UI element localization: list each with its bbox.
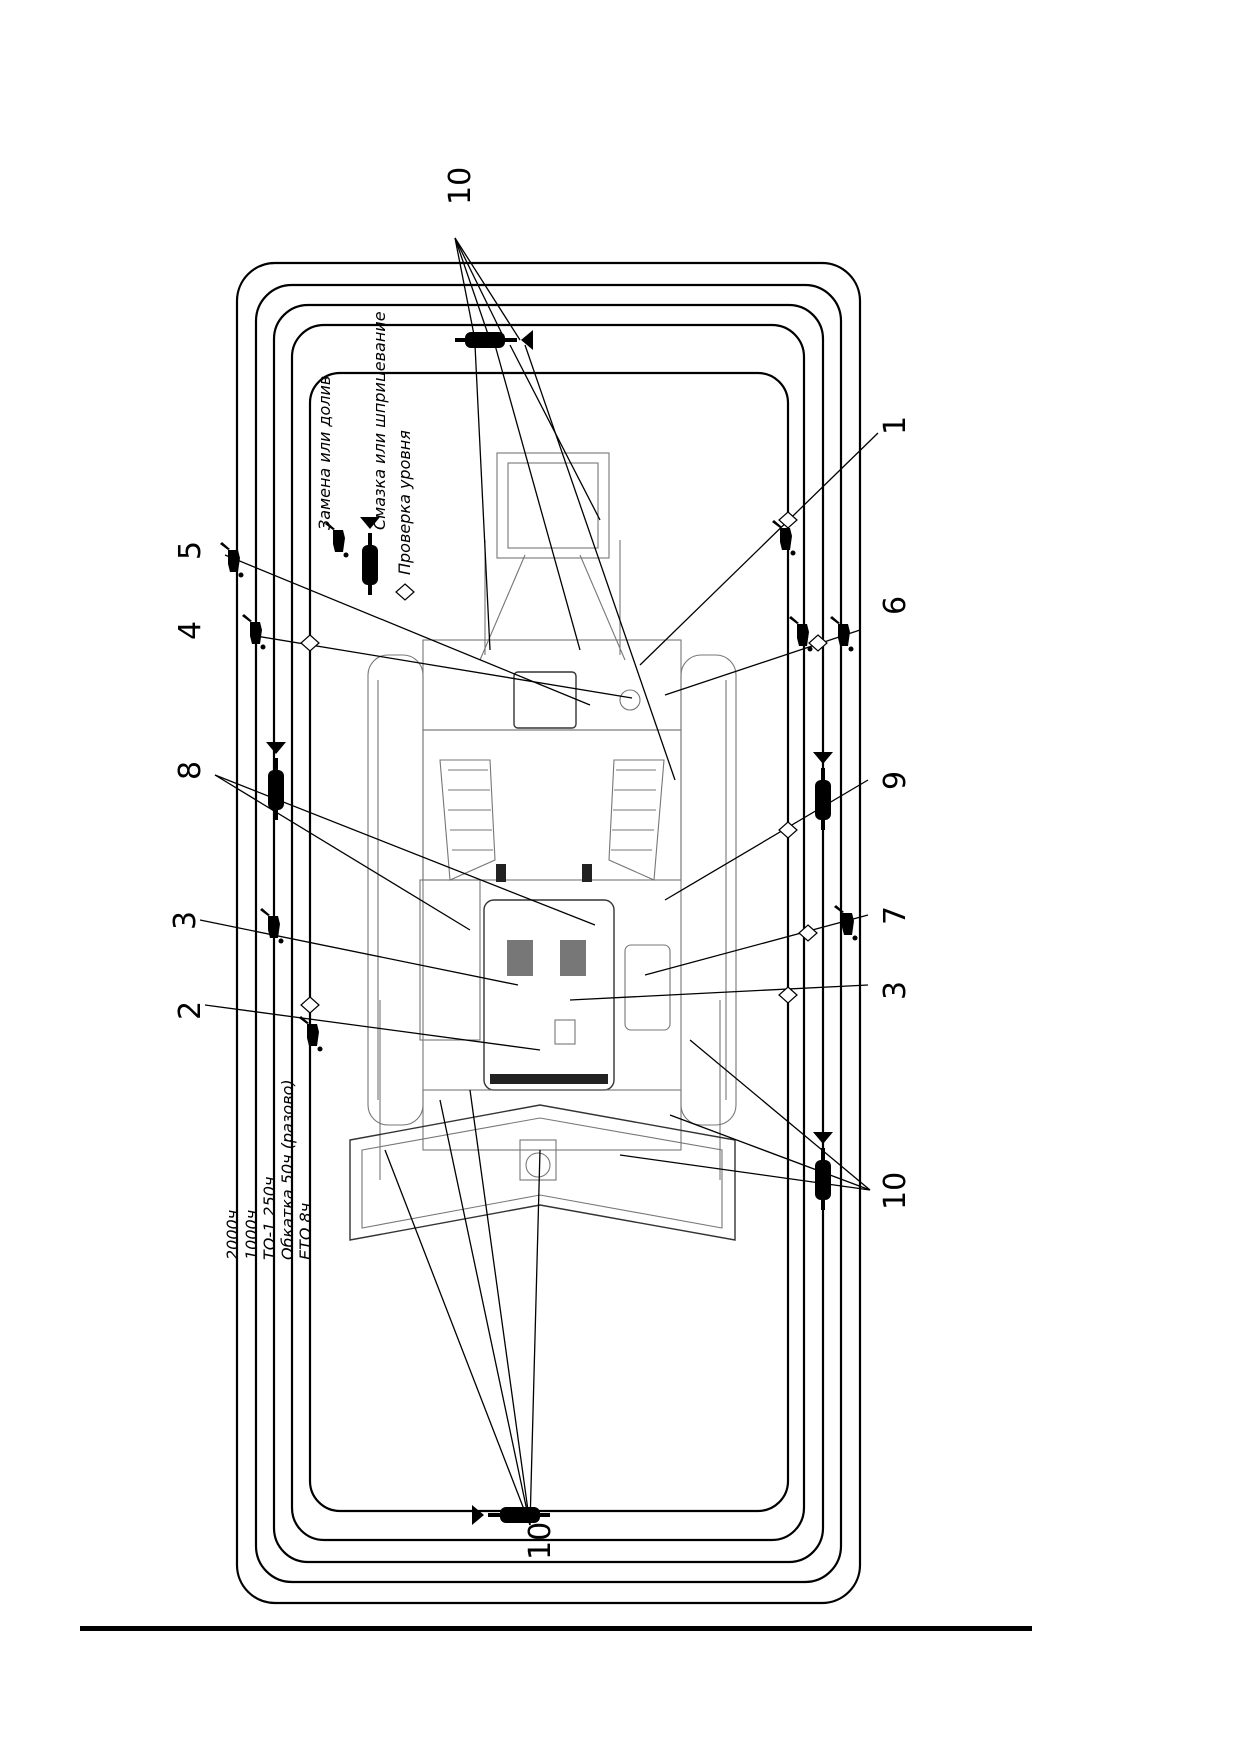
callout-1: 1 xyxy=(878,416,913,435)
radiator-grille-left xyxy=(448,769,493,851)
legend: Замена или долив Смазка или шприцевание … xyxy=(315,311,415,601)
level-check-diamond-icon xyxy=(778,821,798,839)
callout-3-right: 3 xyxy=(878,981,913,1000)
legend-replace-label: Замена или долив xyxy=(315,376,334,530)
callout-5: 5 xyxy=(173,541,208,560)
leader-lines xyxy=(199,237,879,1526)
level-check-diamond-icon xyxy=(300,634,320,652)
callout-6: 6 xyxy=(878,596,913,615)
oil-can-icon xyxy=(220,542,244,578)
schedule-runin: Обкатка 50ч (разово) xyxy=(278,1079,297,1260)
level-check-diamond-icon xyxy=(395,583,415,601)
schedule-eto: ЕТО 8ч xyxy=(296,1203,315,1260)
oil-can-icon xyxy=(260,908,284,944)
level-check-diamond-icon xyxy=(798,924,818,942)
cab-vents xyxy=(507,940,586,976)
legend-lube-label: Смазка или шприцевание xyxy=(370,311,389,530)
callout-4: 4 xyxy=(173,621,208,640)
callout-10-bottom: 10 xyxy=(523,1522,558,1560)
grease-gun-icon xyxy=(813,1132,833,1210)
level-check-diamond-icon xyxy=(300,996,320,1014)
schedule-1000h: 1000ч xyxy=(242,1210,261,1260)
grease-gun-icon xyxy=(813,752,833,830)
callout-3-left: 3 xyxy=(168,911,203,930)
schedule-labels: 2000ч 1000ч ТО-1 250ч Обкатка 50ч (разов… xyxy=(223,1079,315,1260)
callout-8: 8 xyxy=(173,761,208,780)
page-bottom-rule xyxy=(80,1626,1032,1631)
callout-2: 2 xyxy=(173,1001,208,1020)
callout-numbers: 10 1 5 4 6 8 9 3 7 3 2 10 10 xyxy=(168,167,913,1560)
grease-gun-icon xyxy=(455,330,533,350)
callout-9: 9 xyxy=(878,771,913,790)
oil-can-icon xyxy=(789,616,813,652)
schedule-2000h: 2000ч xyxy=(223,1210,242,1260)
callout-10-right: 10 xyxy=(878,1172,913,1210)
radiator-grille-right xyxy=(611,769,656,851)
oil-can-icon xyxy=(242,614,266,650)
callout-7: 7 xyxy=(878,906,913,925)
legend-check-label: Проверка уровня xyxy=(395,430,414,575)
bulldozer-outline xyxy=(349,452,737,1241)
schedule-to1: ТО-1 250ч xyxy=(260,1177,279,1260)
callout-10-top: 10 xyxy=(443,167,478,205)
